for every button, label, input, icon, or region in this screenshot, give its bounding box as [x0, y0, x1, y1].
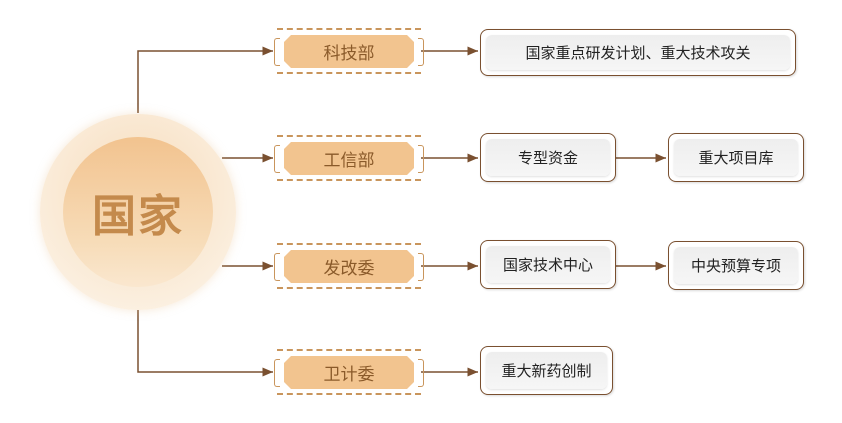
item-node: 国家重点研发计划、重大技术攻关: [480, 29, 796, 76]
item-label: 重大项目库: [674, 139, 798, 176]
item-label: 专型资金: [486, 139, 610, 176]
dept-label: 卫计委: [284, 356, 414, 389]
dept-node-gongxin: 工信部: [274, 135, 424, 181]
item-label: 重大新药创制: [486, 352, 607, 389]
dept-node-fagai: 发改委: [274, 243, 424, 289]
dept-label: 工信部: [284, 142, 414, 175]
item-node: 专型资金: [480, 133, 616, 182]
item-label: 国家重点研发计划、重大技术攻关: [486, 35, 790, 70]
center-label: 国家: [92, 192, 184, 241]
item-node: 重大新药创制: [480, 346, 613, 395]
dept-label: 发改委: [284, 250, 414, 283]
item-node: 国家技术中心: [480, 240, 616, 289]
connector-center-to-row4: [137, 310, 273, 377]
item-label: 中央预算专项: [674, 247, 798, 284]
dept-node-weiji: 卫计委: [274, 349, 424, 395]
dept-label: 科技部: [284, 35, 414, 68]
item-node: 中央预算专项: [668, 241, 804, 290]
connector-center-to-row1: [137, 46, 273, 113]
center-node-inner: 国家: [63, 137, 213, 287]
center-node: 国家: [40, 114, 236, 310]
dept-node-keji: 科技部: [274, 28, 424, 74]
item-label: 国家技术中心: [486, 246, 610, 283]
item-node: 重大项目库: [668, 133, 804, 182]
